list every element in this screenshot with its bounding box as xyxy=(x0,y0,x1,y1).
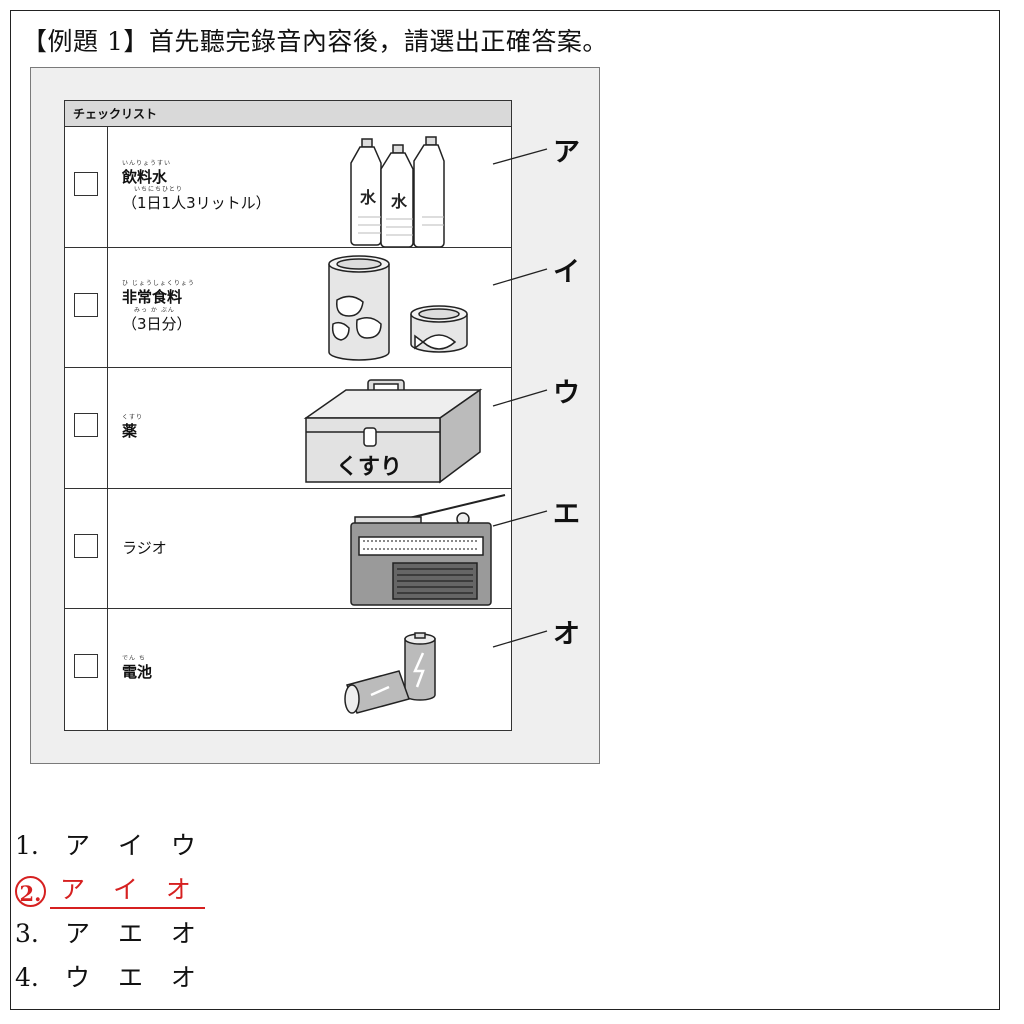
note-water: （1日1人3リットル） xyxy=(122,194,271,213)
option-4-number: 4. xyxy=(15,963,39,992)
radio-illustration xyxy=(350,493,506,606)
checklist-figure: チェックリスト いんりょうすい 飲料水 いちにちひとり （1日1人3リットル） xyxy=(30,67,600,764)
option-2-correct[interactable]: 2. ア イ オ xyxy=(15,868,206,912)
checkbox-water[interactable] xyxy=(74,172,98,196)
label-food: 非常食料 xyxy=(122,288,183,306)
medicine-box-illustration: くすり xyxy=(303,379,483,484)
checkbox-radio[interactable] xyxy=(74,533,98,558)
option-1-choice: ア イ ウ xyxy=(65,831,206,860)
checklist-row-medicine: くすり 薬 くすり xyxy=(65,368,511,489)
water-bottles-illustration: 水 水 xyxy=(350,136,445,247)
bottle-label-2: 水 xyxy=(391,192,408,211)
question-frame xyxy=(10,10,1000,1010)
label-medicine: 薬 xyxy=(122,421,138,440)
option-3-choice: ア エ オ xyxy=(65,919,206,948)
option-1-number: 1. xyxy=(15,831,39,860)
pointer-e: エ xyxy=(553,499,580,530)
pointer-o: オ xyxy=(553,619,580,650)
correct-answer-circle: 2. xyxy=(15,876,46,907)
option-2-choice: ア イ オ xyxy=(60,875,201,904)
label-batteries: 電池 xyxy=(122,663,153,682)
checklist-row-water: いんりょうすい 飲料水 いちにちひとり （1日1人3リットル） xyxy=(65,127,511,248)
answer-options: 1. ア イ ウ 2. ア イ オ 3. ア エ オ 4. ウ エ オ xyxy=(15,824,206,1000)
bottle-label-1: 水 xyxy=(360,188,377,207)
canned-food-illustration xyxy=(328,254,468,361)
checklist-row-radio: ラジオ xyxy=(65,488,511,609)
checklist-row-batteries: でん ち 電池 xyxy=(65,609,511,730)
checkbox-food[interactable] xyxy=(74,292,98,317)
checkbox-medicine[interactable] xyxy=(74,413,98,437)
ruby-batteries: でん ち xyxy=(122,655,146,663)
batteries-illustration xyxy=(344,632,436,714)
ruby-medicine: くすり xyxy=(122,413,144,421)
checklist-row-food: ひ じょうしょくりょう 非常食料 みっ か ぶん （3日分） xyxy=(65,247,511,368)
option-4-choice: ウ エ オ xyxy=(65,963,206,992)
pointer-i: イ xyxy=(553,257,580,288)
checkbox-batteries[interactable] xyxy=(74,654,98,678)
label-water: 飲料水 xyxy=(122,167,168,186)
checklist-table: チェックリスト いんりょうすい 飲料水 いちにちひとり （1日1人3リットル） xyxy=(64,100,512,731)
note-food: （3日分） xyxy=(122,314,192,333)
option-3[interactable]: 3. ア エ オ xyxy=(15,912,206,956)
ruby-food-note: みっ か ぶん xyxy=(134,306,175,314)
ruby-water: いんりょうすい xyxy=(122,159,172,167)
pointer-leaders xyxy=(492,148,548,648)
checklist-header: チェックリスト xyxy=(65,101,511,127)
option-3-number: 3. xyxy=(15,919,39,948)
ruby-water-note: いちにちひとり xyxy=(134,186,183,194)
option-4[interactable]: 4. ウ エ オ xyxy=(15,956,206,1000)
label-radio: ラジオ xyxy=(122,538,167,557)
ruby-food: ひ じょうしょくりょう xyxy=(122,280,195,287)
pointer-u: ウ xyxy=(553,378,580,409)
medicine-box-text: くすり xyxy=(336,455,402,480)
pointer-a: ア xyxy=(553,137,580,168)
option-1[interactable]: 1. ア イ ウ xyxy=(15,824,206,868)
question-title: 【例題 1】首先聽完錄音內容後，請選出正確答案。 xyxy=(22,27,608,56)
